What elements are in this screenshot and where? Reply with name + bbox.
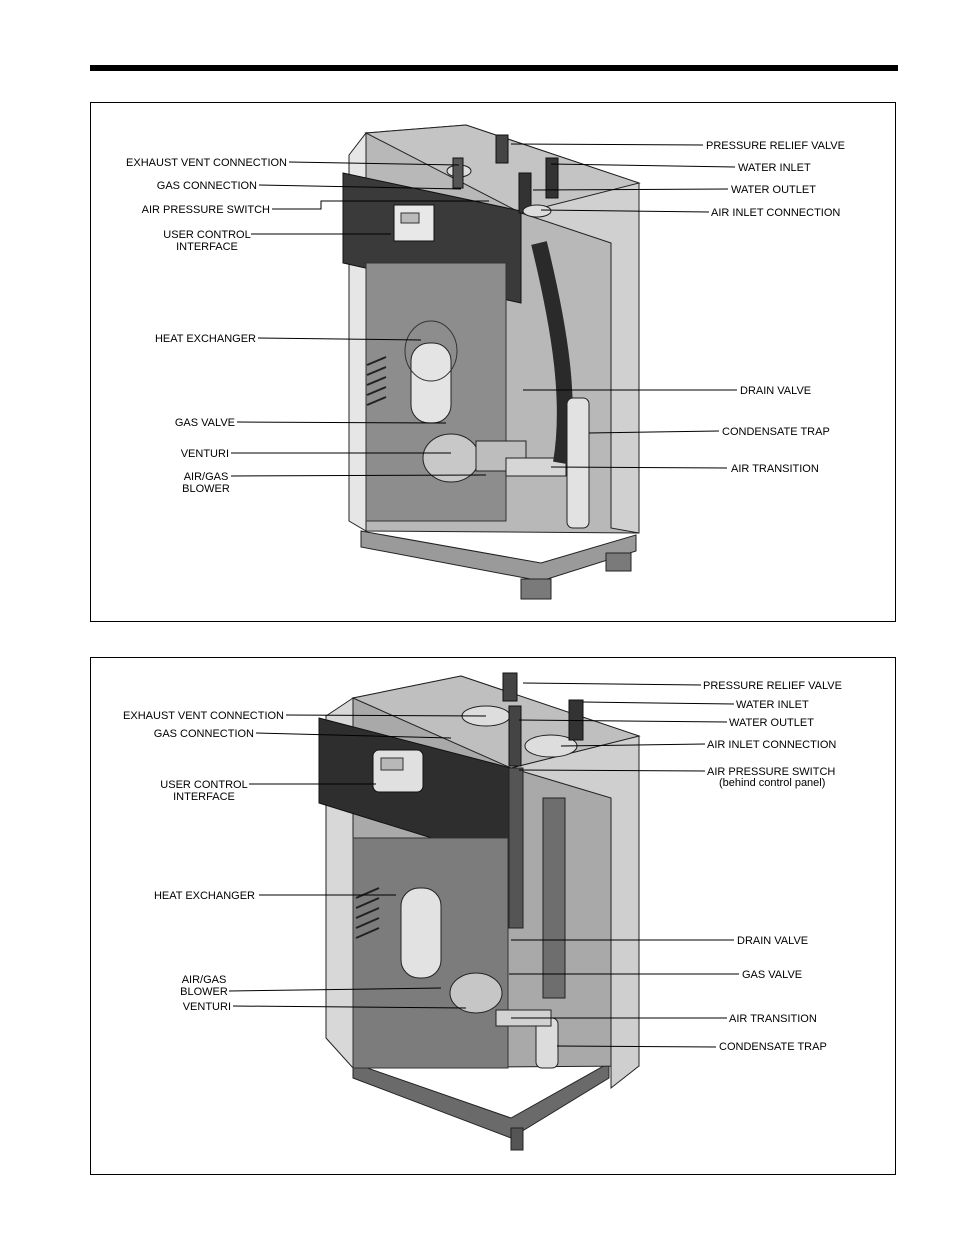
label-gas-connection: GAS CONNECTION <box>157 180 257 192</box>
label-air-inlet-connection: AIR INLET CONNECTION <box>707 739 836 751</box>
label-exhaust-vent-connection: EXHAUST VENT CONNECTION <box>126 157 287 169</box>
label-water-inlet: WATER INLET <box>736 699 809 711</box>
label-air-gas-blower-line2: BLOWER <box>182 483 230 495</box>
label-gas-valve: GAS VALVE <box>742 969 802 981</box>
boiler-diagram-top: EXHAUST VENT CONNECTION GAS CONNECTION A… <box>126 124 845 600</box>
label-air-transition: AIR TRANSITION <box>729 1013 817 1025</box>
label-water-outlet: WATER OUTLET <box>729 717 814 729</box>
label-gas-connection: GAS CONNECTION <box>154 728 254 740</box>
label-pressure-relief-valve: PRESSURE RELIEF VALVE <box>703 680 842 692</box>
label-air-pressure-switch-line1: AIR PRESSURE SWITCH <box>707 766 835 778</box>
label-venturi: VENTURI <box>183 1001 231 1013</box>
boiler-diagram-bottom: EXHAUST VENT CONNECTION GAS CONNECTION U… <box>123 672 842 1151</box>
label-heat-exchanger: HEAT EXCHANGER <box>155 333 256 345</box>
label-air-inlet-connection: AIR INLET CONNECTION <box>711 207 840 219</box>
label-air-gas-blower-line2: BLOWER <box>180 986 228 998</box>
label-water-inlet: WATER INLET <box>738 162 811 174</box>
boiler-illustration-top <box>342 124 641 600</box>
figure-top-panel: EXHAUST VENT CONNECTION GAS CONNECTION A… <box>90 102 896 622</box>
header-rule <box>90 65 898 71</box>
label-pressure-relief-valve: PRESSURE RELIEF VALVE <box>706 140 845 152</box>
label-exhaust-vent-connection: EXHAUST VENT CONNECTION <box>123 710 284 722</box>
label-air-gas-blower-line1: AIR/GAS <box>184 471 229 483</box>
label-air-gas-blower-line1: AIR/GAS <box>182 974 227 986</box>
label-air-pressure-switch: AIR PRESSURE SWITCH <box>142 204 270 216</box>
boiler-illustration-bottom <box>318 672 641 1151</box>
leader-lines-bottom <box>228 682 739 1048</box>
label-drain-valve: DRAIN VALVE <box>740 385 811 397</box>
label-air-transition: AIR TRANSITION <box>731 463 819 475</box>
label-air-pressure-switch-line2: (behind control panel) <box>719 777 825 789</box>
label-user-control-line2: INTERFACE <box>173 791 235 803</box>
label-venturi: VENTURI <box>181 448 229 460</box>
label-user-control-line1: USER CONTROL <box>163 229 250 241</box>
figure-bottom-panel: EXHAUST VENT CONNECTION GAS CONNECTION U… <box>90 657 896 1175</box>
label-condensate-trap: CONDENSATE TRAP <box>719 1041 827 1053</box>
label-drain-valve: DRAIN VALVE <box>737 935 808 947</box>
label-gas-valve: GAS VALVE <box>175 417 235 429</box>
label-heat-exchanger: HEAT EXCHANGER <box>154 890 255 902</box>
label-user-control-line1: USER CONTROL <box>160 779 247 791</box>
label-user-control-line2: INTERFACE <box>176 241 238 253</box>
label-water-outlet: WATER OUTLET <box>731 184 816 196</box>
leader-lines-top <box>230 143 737 477</box>
label-condensate-trap: CONDENSATE TRAP <box>722 426 830 438</box>
